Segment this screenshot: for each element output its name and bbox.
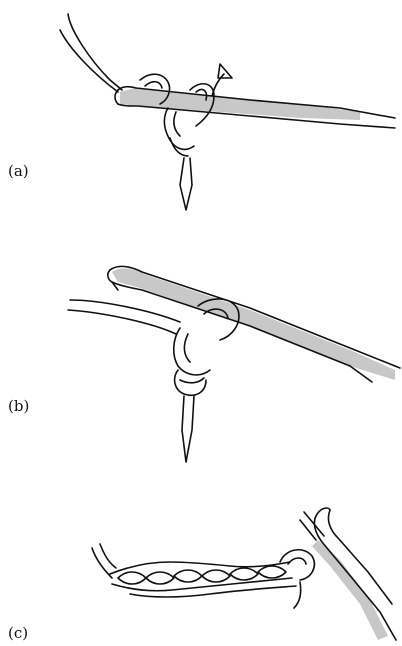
panel-label-b: (b) xyxy=(8,397,29,415)
crochet-hook-c xyxy=(300,508,396,640)
panel-label-c: (c) xyxy=(8,624,28,642)
chain-stitches-icon xyxy=(92,544,314,608)
panel-label-a: (a) xyxy=(8,162,29,180)
